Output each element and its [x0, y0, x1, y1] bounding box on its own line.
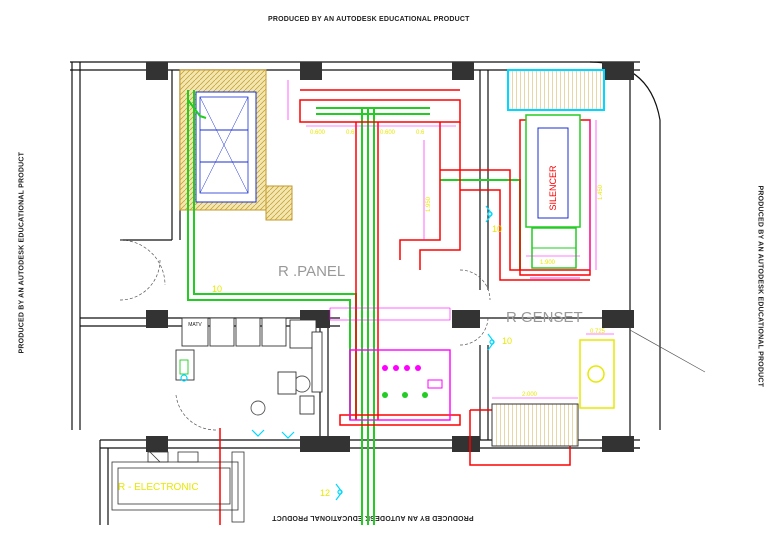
tag-10b: 10 — [492, 224, 502, 234]
exhaust-duct-red — [219, 89, 591, 525]
dim-7: 2.000 — [522, 392, 538, 398]
dim-8: 0.725 — [590, 329, 606, 335]
genset-silencer — [507, 69, 605, 279]
dimension-lines — [287, 80, 614, 399]
cable-trench — [329, 307, 451, 321]
tag-10c: 10 — [502, 336, 512, 346]
room-label-electronic: R - ELECTRONIC — [118, 482, 199, 493]
tag-10a: 10 — [212, 284, 222, 294]
dim-9: 1.900 — [540, 260, 556, 266]
dim-1: 0.600 — [310, 130, 326, 136]
matv-label: MATV — [188, 322, 202, 328]
distribution-board — [349, 349, 451, 421]
genset-fuel-tank — [491, 329, 706, 447]
circuit-tags: 10 10 10 12 — [212, 224, 512, 498]
cyan-fixtures — [180, 205, 495, 501]
dim-4: 0.6 — [416, 130, 425, 136]
dim-6: 1.950 — [426, 196, 432, 212]
room-label-genset: R GENSET — [506, 309, 583, 326]
dim-3: 0.600 — [380, 130, 396, 136]
transformer-area — [179, 69, 293, 221]
tag-12: 12 — [320, 488, 330, 498]
dimension-labels: 0.600 0.6 0.600 0.6 1.450 1.950 2.000 0.… — [310, 130, 606, 398]
panel-cabinets — [175, 317, 323, 416]
columns — [146, 62, 634, 452]
electronic-room-equipment — [111, 451, 245, 523]
dim-2: 0.6 — [346, 130, 355, 136]
room-label-panel: R .PANEL — [278, 263, 345, 280]
silencer-label: SILENCER — [548, 165, 558, 211]
door-swings — [119, 239, 491, 431]
watermark-top: PRODUCED BY AN AUTODESK EDUCATIONAL PROD… — [268, 16, 470, 23]
dim-5: 1.450 — [598, 184, 604, 200]
